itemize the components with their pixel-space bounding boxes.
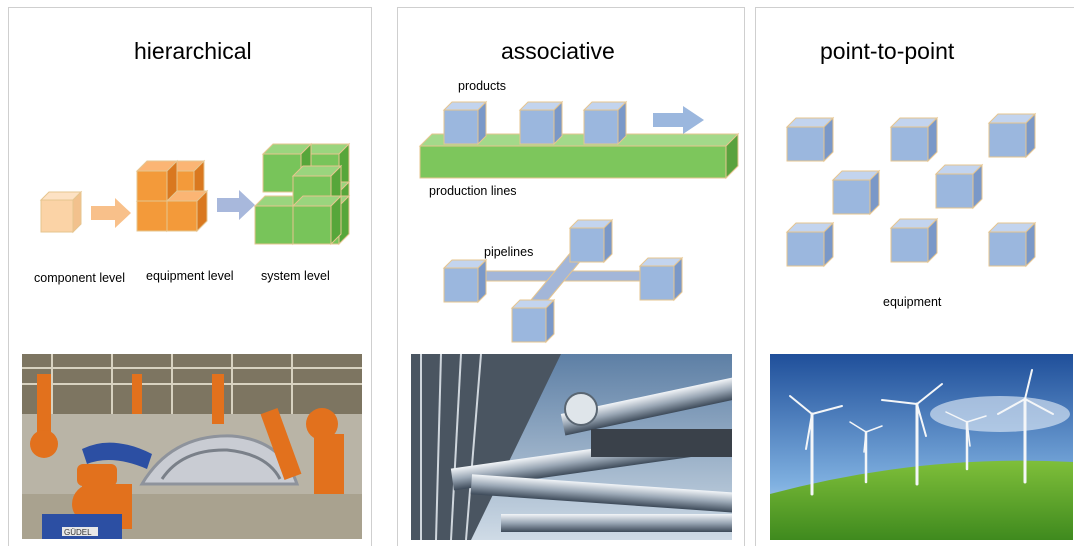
label-production-lines: production lines (429, 184, 517, 198)
label-system-level: system level (261, 269, 330, 283)
wind-turbines-photo (770, 354, 1073, 540)
system-cube (254, 143, 350, 245)
label-component-level: component level (34, 271, 126, 285)
arrow-right-icon (217, 190, 255, 220)
panel-associative: associative products produ (397, 7, 745, 546)
industrial-pipes-photo (411, 354, 732, 540)
equipment-cube (786, 222, 834, 267)
pipe-node-cube (569, 219, 613, 263)
arrow-right-icon (91, 198, 131, 228)
equipment-cube (786, 117, 834, 162)
panel-hierarchical: hierarchical (8, 7, 372, 546)
equipment-cube (988, 222, 1036, 267)
arrow-right-icon (653, 106, 704, 134)
equipment-cube (988, 113, 1036, 158)
equipment-cube (890, 218, 938, 263)
hierarchy-diagram (39, 143, 350, 245)
equipment-cube (136, 160, 208, 232)
product-cube (443, 101, 487, 145)
pipe-node-cube (639, 257, 683, 301)
label-products: products (458, 79, 506, 93)
component-cube (39, 190, 83, 234)
equipment-cube (935, 164, 983, 209)
panel-title: hierarchical (134, 38, 252, 64)
panel-point-to-point: point-to-point equipment (755, 7, 1074, 546)
label-pipelines: pipelines (484, 245, 534, 259)
panel-title: point-to-point (820, 38, 955, 64)
pipe-node-cube (443, 259, 487, 303)
equipment-cube (890, 117, 938, 162)
panel-title: associative (501, 38, 615, 64)
product-cube (519, 101, 563, 145)
label-equipment: equipment (883, 295, 942, 309)
production-line (418, 132, 740, 180)
product-cube (583, 101, 627, 145)
label-equipment-level: equipment level (146, 269, 234, 283)
gudel-logo: GÜDEL (64, 528, 92, 537)
equipment-cube (832, 170, 880, 215)
pipe-node-cube (511, 299, 555, 343)
factory-robots-photo: GÜDEL (22, 354, 362, 539)
associative-diagram (418, 101, 740, 343)
